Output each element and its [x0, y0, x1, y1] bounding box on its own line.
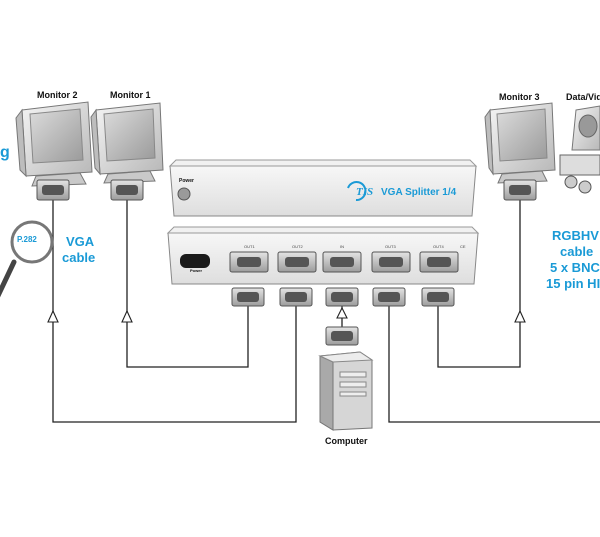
monitor-vga-connectors [36, 179, 537, 201]
monitor-2 [15, 101, 93, 187]
rear-ports [229, 251, 459, 273]
arrow-icon [121, 309, 133, 323]
monitor-1-label: Monitor 1 [110, 90, 151, 100]
projector [559, 105, 600, 194]
arrow-icon [47, 309, 59, 323]
page-reference: P.282 [17, 235, 37, 244]
rgbhv-line1: RGBHV [552, 228, 599, 243]
port-label-out1: OUT1 [244, 244, 255, 249]
arrow-icon [336, 306, 348, 319]
vga-cable-line1: VGA [66, 234, 95, 249]
power-button [177, 187, 191, 201]
cable-connectors [231, 287, 455, 346]
product-name: VGA Splitter 1/4 [381, 187, 457, 198]
computer-label: Computer [325, 436, 368, 446]
power-label: Power [179, 178, 195, 184]
cut-off-text: g [0, 144, 10, 161]
tis-logo-icon [347, 181, 367, 202]
port-label-out2: OUT2 [292, 244, 303, 249]
monitor-1 [90, 102, 164, 184]
arrow-icon [514, 309, 526, 323]
data-video-label: Data/Vid [566, 92, 600, 102]
port-label-in: IN [340, 244, 344, 249]
rgbhv-line3: 5 x BNC [550, 260, 600, 275]
magnifier-icon [0, 220, 54, 298]
arrow-heads [47, 306, 526, 323]
monitor-3 [484, 102, 556, 184]
monitor-2-label: Monitor 2 [37, 90, 78, 100]
cable-monitor3 [437, 200, 521, 368]
rgbhv-line4: 15 pin HI [546, 276, 600, 291]
rgbhv-line2: cable [560, 244, 594, 259]
port-label-out4: OUT4 [433, 244, 444, 249]
monitor-3-label: Monitor 3 [499, 92, 540, 102]
port-label-out3: OUT3 [385, 244, 396, 249]
splitter-rear-panel [166, 226, 480, 285]
power-socket [180, 254, 210, 268]
cable-monitor1 [126, 200, 249, 368]
computer-tower [318, 351, 374, 431]
splitter-front-panel [168, 159, 478, 217]
port-label-ce: CE [460, 244, 466, 249]
vga-cable-line2: cable [62, 250, 96, 265]
brand-logo-text: TIS [356, 186, 374, 198]
cable-data-video [388, 305, 600, 423]
rear-power-label: Power [190, 268, 203, 273]
